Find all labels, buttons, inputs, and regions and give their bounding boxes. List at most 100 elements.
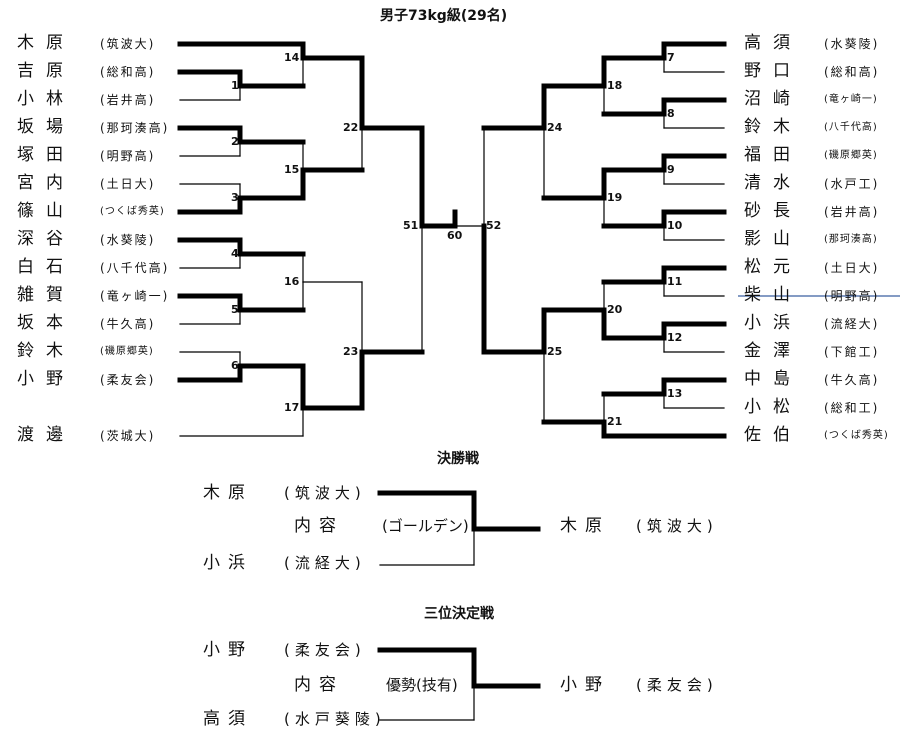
match-number-5: 5 [231, 303, 239, 316]
right-player-5-name: 福田 [744, 145, 802, 165]
third-winner-school: (柔友会) [636, 676, 718, 694]
final-top-name: 木原 [203, 483, 253, 503]
right-player-6-name: 清水 [744, 173, 802, 193]
page-title: 男子73kg級(29名) [380, 8, 508, 24]
match-number-22: 22 [343, 121, 359, 134]
match-number-60: 60 [447, 229, 463, 242]
match-number-16: 16 [284, 275, 300, 288]
left-player-4-school: (那珂湊高) [100, 121, 170, 135]
match-number-51: 51 [403, 219, 419, 232]
right-player-11-name: 小浜 [744, 313, 802, 333]
left-player-1-school: (筑波大) [100, 37, 156, 51]
match-number-4: 4 [231, 247, 239, 260]
left-player-5-school: (明野高) [100, 149, 156, 163]
right-player-13-name: 中島 [744, 369, 802, 389]
match-number-24: 24 [547, 121, 563, 134]
left-player-1-name: 木原 [17, 33, 75, 53]
left-player-9-school: (八千代高) [100, 261, 170, 275]
match-number-25: 25 [547, 345, 563, 358]
third-top-name: 小野 [203, 640, 253, 660]
third-top-school: (柔友会) [284, 641, 366, 659]
match-number-3: 3 [231, 191, 239, 204]
left-player-3-name: 小林 [17, 89, 75, 109]
left-player-10-school: (竜ヶ崎一) [100, 289, 170, 303]
match-number-17: 17 [284, 401, 300, 414]
match-number-52: 52 [486, 219, 502, 232]
right-player-12-name: 金澤 [744, 341, 802, 361]
third-heading: 三位決定戦 [424, 606, 494, 622]
left-player-11-school: (牛久高) [100, 317, 156, 331]
final-bottom-school: (流経大) [284, 554, 366, 572]
match-number-6: 6 [231, 359, 239, 372]
match-number-1: 1 [231, 79, 239, 92]
match-number-23: 23 [343, 345, 359, 358]
right-player-3-school: (竜ヶ崎一) [824, 94, 878, 105]
right-player-15-school: (つくば秀英) [824, 430, 889, 441]
match-number-14: 14 [284, 51, 300, 64]
final-bottom-name: 小浜 [203, 553, 253, 573]
match-number-20: 20 [607, 303, 623, 316]
right-player-6-school: (水戸工) [824, 177, 880, 191]
left-player-13-school: (柔友会) [100, 373, 156, 387]
left-player-7-name: 篠山 [17, 201, 75, 221]
left-player-7-school: (つくば秀英) [100, 206, 165, 217]
match-number-11: 11 [667, 275, 683, 288]
left-player-6-name: 宮内 [17, 173, 75, 193]
right-player-8-school: (那珂湊高) [824, 234, 878, 245]
match-number-9: 9 [667, 163, 675, 176]
final-top-school: (筑波大) [284, 484, 366, 502]
right-player-12-school: (下館工) [824, 345, 880, 359]
left-player-12-school: (磯原郷英) [100, 346, 154, 357]
right-player-2-school: (総和高) [824, 65, 880, 79]
right-player-10-school: (明野高) [824, 289, 880, 303]
right-player-4-name: 鈴木 [744, 117, 802, 137]
left-player-12-name: 鈴木 [17, 341, 75, 361]
final-content-label: 内容 [294, 516, 344, 536]
match-number-12: 12 [667, 331, 683, 344]
match-number-21: 21 [607, 415, 623, 428]
right-player-8-name: 影山 [744, 229, 802, 249]
match-number-13: 13 [667, 387, 683, 400]
third-content-label: 内容 [294, 675, 344, 695]
right-player-15-name: 佐伯 [744, 425, 802, 445]
right-player-9-name: 松元 [744, 257, 802, 277]
right-player-13-school: (牛久高) [824, 373, 880, 387]
right-player-1-name: 高須 [744, 33, 802, 53]
right-player-9-school: (土日大) [824, 261, 880, 275]
left-player-8-school: (水葵陵) [100, 233, 156, 247]
right-player-7-name: 砂長 [744, 201, 802, 221]
left-player-3-school: (岩井高) [100, 93, 156, 107]
final-heading: 決勝戦 [437, 451, 479, 467]
right-player-14-name: 小松 [744, 397, 802, 417]
third-bottom-school: (水戸葵陵) [284, 710, 386, 728]
final-winner-name: 木原 [560, 516, 610, 536]
final-winner-school: (筑波大) [636, 517, 718, 535]
left-player-6-school: (土日大) [100, 177, 156, 191]
right-player-7-school: (岩井高) [824, 205, 880, 219]
left-player-13-name: 小野 [17, 369, 75, 389]
left-player-14-school: (茨城大) [100, 429, 156, 443]
left-player-8-name: 深谷 [17, 229, 75, 249]
left-player-9-name: 白石 [17, 257, 75, 277]
right-player-10-name: 柴山 [744, 285, 802, 305]
third-bottom-name: 高須 [203, 709, 253, 729]
match-number-19: 19 [607, 191, 623, 204]
right-player-5-school: (磯原郷英) [824, 150, 878, 161]
final-content-value: (ゴールデン) [382, 517, 469, 535]
left-player-11-name: 坂本 [17, 313, 75, 333]
right-player-3-name: 沼崎 [744, 89, 802, 109]
right-player-14-school: (総和工) [824, 401, 880, 415]
left-player-5-name: 塚田 [17, 145, 75, 165]
match-number-15: 15 [284, 163, 300, 176]
match-number-7: 7 [667, 51, 675, 64]
match-number-2: 2 [231, 135, 239, 148]
left-player-2-school: (総和高) [100, 65, 156, 79]
third-content-value: 優勢(技有) [386, 676, 458, 694]
third-winner-name: 小野 [560, 675, 610, 695]
right-player-4-school: (八千代高) [824, 122, 878, 133]
match-number-10: 10 [667, 219, 683, 232]
left-player-4-name: 坂場 [17, 117, 75, 137]
left-player-14-name: 渡邊 [17, 425, 75, 445]
right-player-1-school: (水葵陵) [824, 37, 880, 51]
